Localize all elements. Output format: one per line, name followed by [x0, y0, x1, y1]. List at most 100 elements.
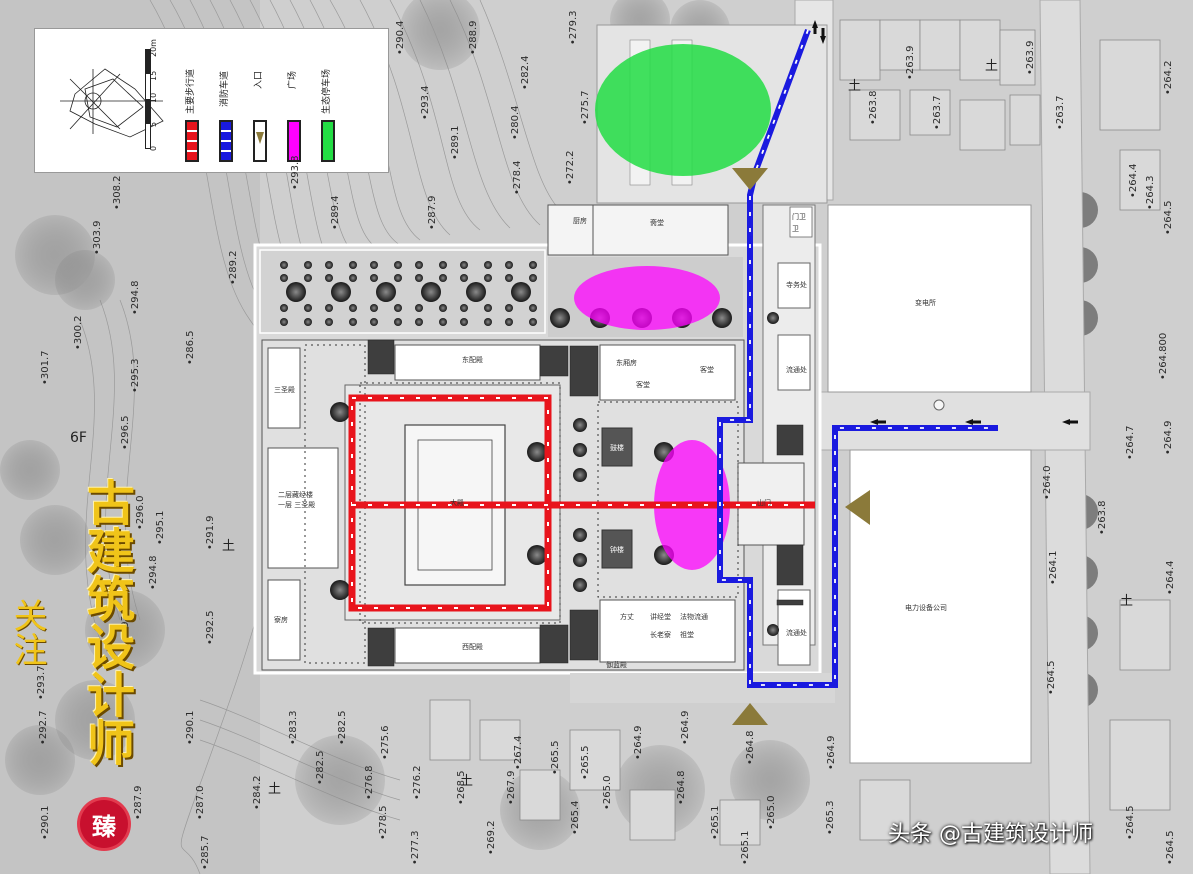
elevation-label: •291.9: [205, 515, 216, 550]
elevation-label: •265.0: [602, 775, 613, 810]
label-east-wing: 东厢房: [616, 359, 637, 367]
label-lecture: 讲经堂: [650, 613, 671, 621]
garden-shrub: [394, 318, 402, 326]
label-west-hall: 西配殿: [462, 643, 483, 651]
elevation-label: •286.5: [185, 330, 196, 365]
garden-shrub: [529, 261, 537, 269]
brand-seal: 臻: [80, 800, 128, 848]
elevation-label: •264.5: [1125, 805, 1136, 840]
soil-mark: 土: [268, 782, 282, 797]
elevation-label: •293.8: [290, 155, 301, 190]
elevation-label: •294.8: [148, 555, 159, 590]
elevation-label: •285.7: [200, 835, 211, 870]
label-kitchen: 厨房: [573, 217, 587, 225]
elevation-label: •275.6: [380, 725, 391, 760]
garden-shrub: [280, 261, 288, 269]
elevation-label: •263.7: [1055, 95, 1066, 130]
elevation-label: •263.9: [1025, 40, 1036, 75]
garden-tree: [421, 282, 441, 302]
garden-shrub: [304, 261, 312, 269]
elevation-label: •293.7: [36, 665, 47, 700]
elevation-label: •295.1: [155, 510, 166, 545]
legend-label-entrance: 入口: [254, 70, 264, 89]
garden-trees: [280, 261, 537, 326]
garden-shrub: [394, 274, 402, 282]
garden-shrub: [529, 304, 537, 312]
garden-tree: [376, 282, 396, 302]
elevation-label: •263.9: [905, 45, 916, 80]
legend-label-walkway: 主要步行道: [186, 68, 196, 114]
label-library: 法物流通: [680, 613, 708, 621]
elevation-label: •288.9: [468, 20, 479, 55]
elevation-label: •263.7: [932, 95, 943, 130]
elevation-label: •278.5: [378, 805, 389, 840]
shrub-clusters: [367, 339, 804, 667]
elevation-label: •303.9: [92, 220, 103, 255]
label-service-b: 流通处: [786, 366, 807, 374]
elevation-label: •292.7: [38, 710, 49, 745]
label-guest-room: 客堂: [700, 366, 714, 374]
garden-shrub: [349, 261, 357, 269]
legend-label-plaza: 广场: [288, 70, 298, 89]
elevation-label: •295.3: [130, 358, 141, 393]
garden-shrub: [280, 318, 288, 326]
legend-label-eco-parking: 生态停车场: [322, 68, 332, 114]
elevation-label: •264.8: [676, 770, 687, 805]
label-power-company: 电力设备公司: [905, 604, 947, 612]
elevation-label: •276.2: [412, 765, 423, 800]
elevation-label: •292.5: [205, 610, 216, 645]
elevation-label: •272.2: [565, 150, 576, 185]
scale-label-5: 5: [149, 121, 158, 127]
follow-text: 关注: [7, 598, 47, 666]
garden-shrub: [325, 274, 333, 282]
garden-shrub: [415, 304, 423, 312]
label-service-c: 流通处: [786, 629, 807, 637]
elevation-label: •282.5: [337, 710, 348, 745]
garden-shrub: [439, 318, 447, 326]
elevation-label: •296.0: [135, 495, 146, 530]
elevation-label: •289.1: [450, 125, 461, 160]
garden-shrub: [439, 274, 447, 282]
garden-shrub: [415, 261, 423, 269]
garden-shrub: [304, 318, 312, 326]
garden-shrub: [484, 274, 492, 282]
elevation-label: •289.4: [330, 195, 341, 230]
elevation-label: •265.1: [710, 805, 721, 840]
scale-label-15: 15: [149, 70, 158, 81]
soil-mark: 土: [460, 774, 474, 789]
garden-tree: [466, 282, 486, 302]
garden-shrub: [370, 261, 378, 269]
elevation-label: •265.5: [550, 740, 561, 775]
elevation-label: •264.4: [1128, 163, 1139, 198]
power-company-block: [849, 449, 1032, 764]
garden-shrub: [325, 318, 333, 326]
brand-title: 古建筑设计师: [78, 478, 134, 766]
elevation-label: •264.0: [1042, 465, 1053, 500]
garden-shrub: [394, 261, 402, 269]
label-sutra-hall: 二层藏经楼: [278, 491, 313, 499]
legend-swatch-walkway: [185, 120, 199, 162]
garden-shrub: [460, 261, 468, 269]
label-sanshen: 三圣殿: [274, 386, 295, 394]
label-elder: 长老寮: [650, 631, 671, 639]
scale-label-20m: 20m: [149, 39, 158, 57]
garden-shrub: [280, 304, 288, 312]
elevation-label: •264.5: [1165, 830, 1176, 865]
main-walkway: [348, 394, 815, 612]
watermark: 头条 @古建筑设计师: [888, 822, 1093, 847]
floor-tag: 6F: [70, 430, 87, 446]
elevation-label: •269.2: [486, 820, 497, 855]
elevation-label: •277.3: [410, 830, 421, 865]
elevation-label: •287.9: [427, 195, 438, 230]
elevation-label: •282.4: [520, 55, 531, 90]
legend-swatch-fire-lane: [219, 120, 233, 162]
garden-shrub: [325, 304, 333, 312]
garden-tree: [331, 282, 351, 302]
garden-shrub: [349, 304, 357, 312]
legend-swatch-plaza: [287, 120, 301, 162]
elevation-label: •264.800: [1158, 332, 1169, 380]
elevation-label: •300.2: [73, 315, 84, 350]
elevation-label: •264.7: [1125, 425, 1136, 460]
garden-shrub: [529, 318, 537, 326]
elevation-label: •265.5: [580, 745, 591, 780]
